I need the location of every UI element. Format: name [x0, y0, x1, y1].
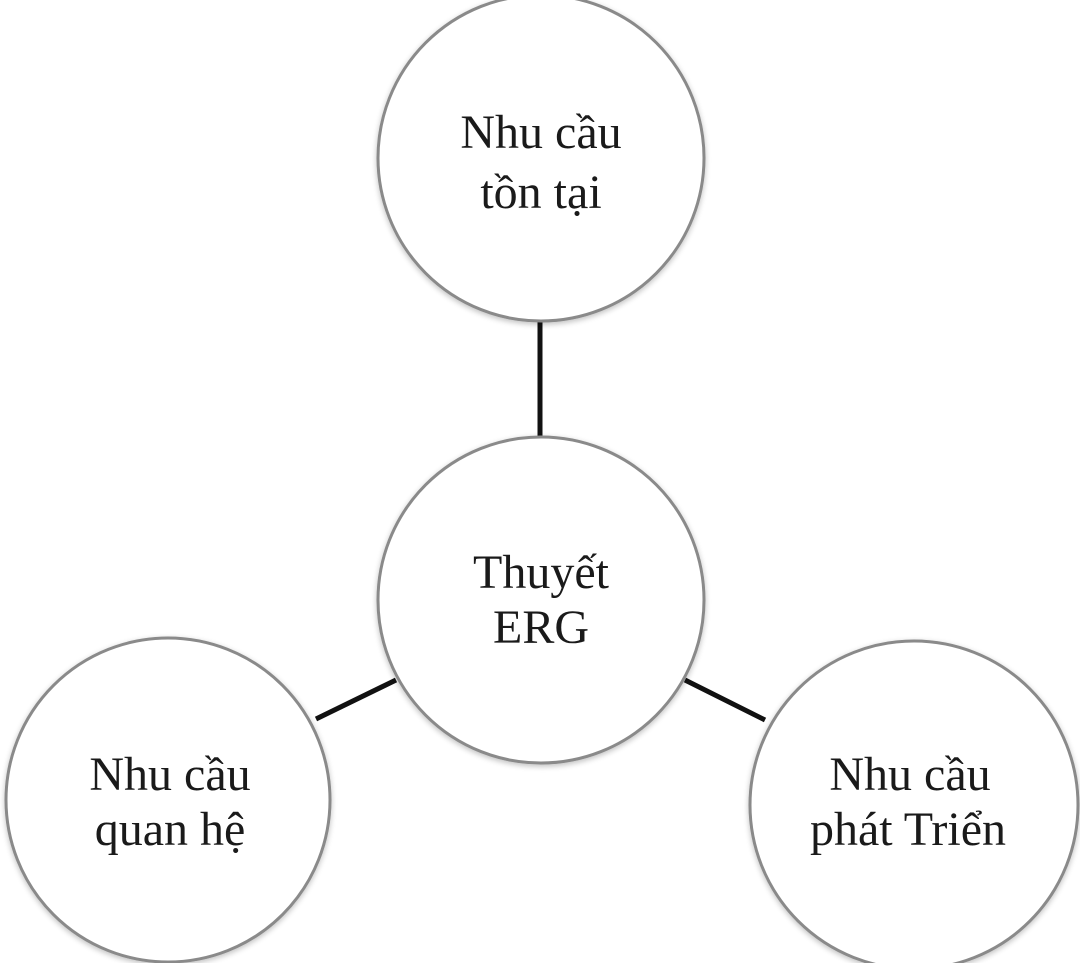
node-relatedness-line1: Nhu cầu	[89, 748, 250, 801]
node-relatedness-line2: quan hệ	[95, 803, 246, 856]
node-growth-line2: phát Triển	[810, 803, 1006, 856]
node-relatedness-needs: Nhu cầu quan hệ	[4, 636, 332, 963]
node-growth-line1: Nhu cầu	[829, 748, 990, 801]
node-existence-line1: Nhu cầu	[460, 106, 621, 159]
node-growth-needs: Nhu cầu phát Triển	[748, 639, 1080, 963]
connector-right	[683, 677, 767, 723]
node-erg-theory: Thuyết ERG	[376, 435, 706, 765]
connector-left	[314, 677, 398, 722]
node-center-line2: ERG	[493, 601, 589, 654]
node-existence-line2: tồn tại	[480, 166, 601, 219]
node-center-line1: Thuyết	[473, 546, 610, 599]
node-existence-needs: Nhu cầu tồn tại	[376, 0, 706, 323]
